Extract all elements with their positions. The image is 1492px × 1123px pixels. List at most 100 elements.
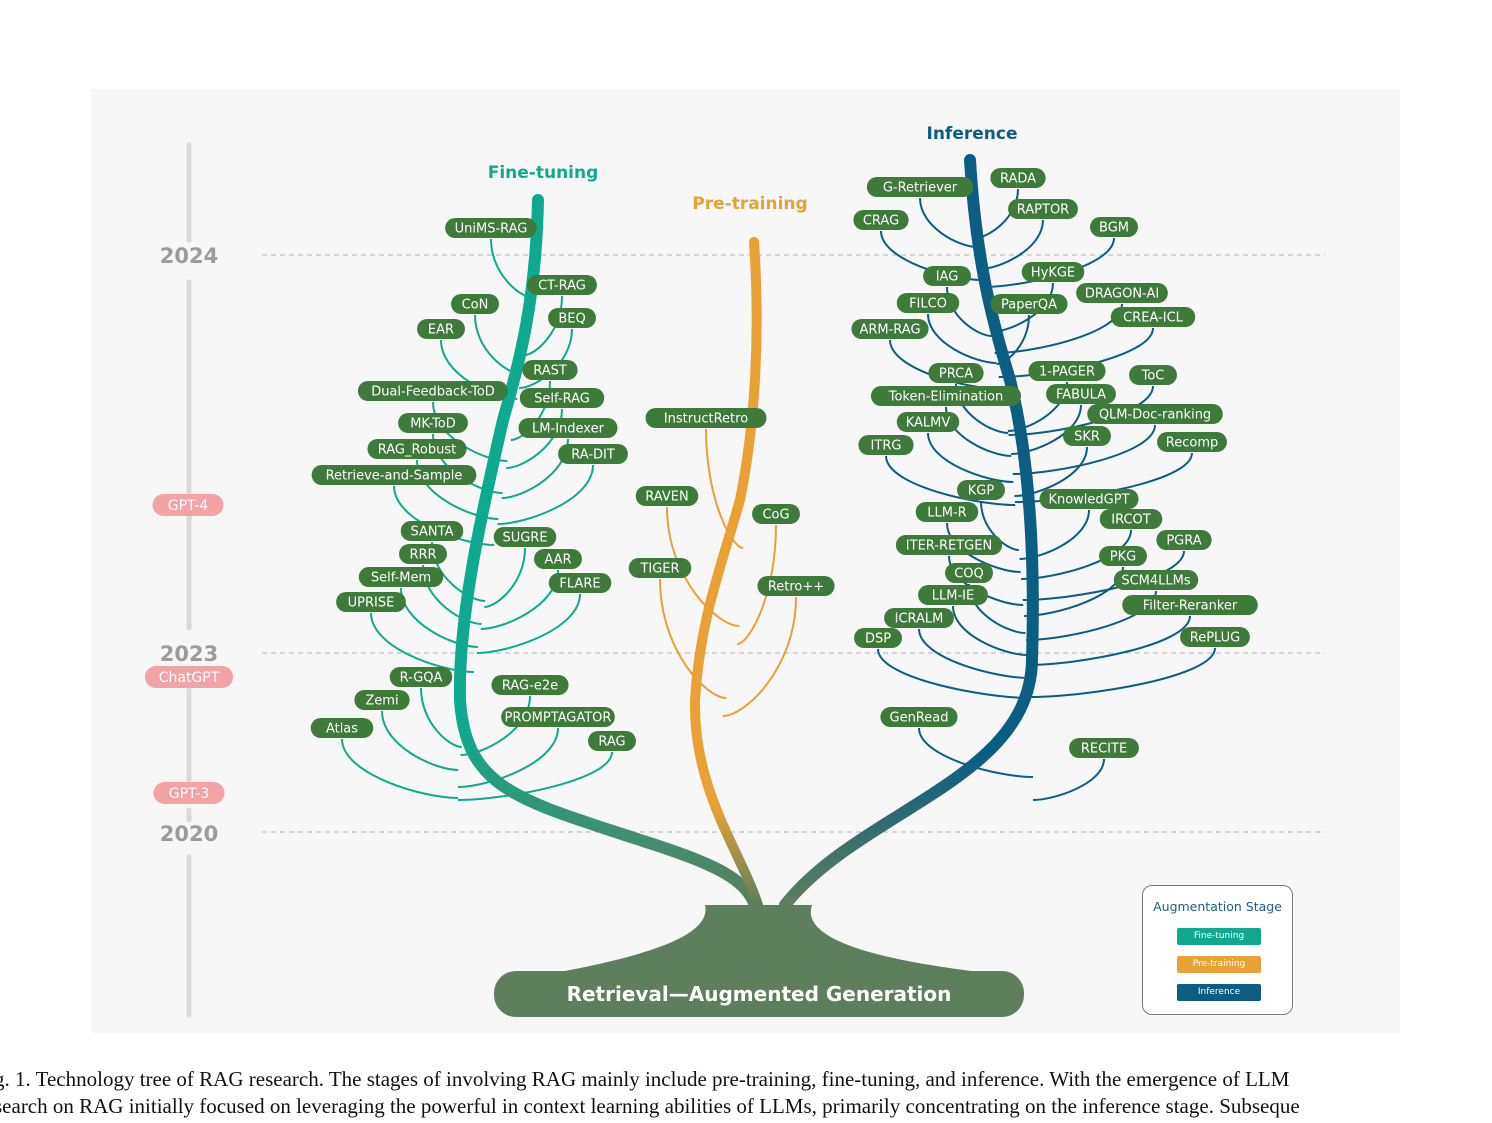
- leaf-r-gqa: R-GQA: [389, 667, 453, 687]
- leaf-pill: [1063, 426, 1111, 446]
- leaf-recomp: Recomp: [1157, 432, 1227, 452]
- leaf-retro: Retro++: [757, 576, 835, 596]
- leaf-knowledgpt: KnowledGPT: [1039, 489, 1139, 509]
- leaf-label: PaperQA: [1001, 298, 1057, 313]
- leaf-pill: [1122, 595, 1258, 615]
- legend-title: Augmentation Stage: [1153, 899, 1282, 914]
- leaf-instructretro: InstructRetro: [645, 408, 767, 428]
- leaf-pill: [990, 168, 1046, 188]
- leaf-label: KnowledGPT: [1048, 493, 1129, 508]
- leaf-pill: [1157, 432, 1227, 452]
- leaf-label: TIGER: [639, 562, 679, 577]
- leaf-pill: [752, 504, 800, 524]
- leaf-pill: [527, 275, 597, 295]
- leaf-raptor: RAPTOR: [1008, 199, 1078, 219]
- leaf-raven: RAVEN: [635, 486, 699, 506]
- leaf-uprise: UPRISE: [336, 592, 406, 612]
- leaf-label: G-Retriever: [883, 181, 958, 196]
- leaf-aar: AAR: [534, 549, 582, 569]
- year-label-2020: 2020: [160, 822, 218, 846]
- leaf-label: BEQ: [558, 312, 585, 327]
- branch-kalmv: [927, 432, 1014, 483]
- leaf-rrr: RRR: [399, 544, 447, 564]
- year-label-2024: 2024: [160, 244, 218, 268]
- leaf-retrieve-and-sample: Retrieve-and-Sample: [311, 465, 477, 485]
- leaf-label: SKR: [1074, 430, 1100, 445]
- branch-itrg: [885, 455, 1016, 506]
- leaf-pill: [870, 386, 1022, 406]
- leaf-pill: [518, 418, 618, 438]
- leaf-token-elimination: Token-Elimination: [870, 386, 1022, 406]
- leaf-pill: [358, 567, 444, 587]
- milestone-gpt-3: GPT-3: [169, 786, 210, 802]
- leaf-pill: [957, 480, 1005, 500]
- leaf-filter-reranker: Filter-Reranker: [1122, 595, 1258, 615]
- leaf-pill: [417, 319, 465, 339]
- leaf-label: RA-DIT: [571, 448, 615, 463]
- leaf-label: CoG: [762, 508, 789, 523]
- leaf-pill: [354, 690, 410, 710]
- leaf-rag-robust: RAG_Robust: [367, 439, 467, 459]
- leaf-label: MK-ToD: [410, 417, 456, 432]
- leaf-label: Token-Elimination: [888, 390, 1004, 405]
- leaf-santa: SANTA: [400, 521, 464, 541]
- leaf-sugre: SUGRE: [493, 527, 557, 547]
- leaf-label: IRCOT: [1111, 513, 1151, 528]
- leaf-pill: [854, 628, 902, 648]
- branch-dsp: [877, 648, 1031, 699]
- leaf-label: Filter-Reranker: [1143, 599, 1238, 614]
- leaf-pill: [1069, 738, 1139, 758]
- leaf-kalmv: KALMV: [896, 412, 960, 432]
- leaf-fabula: FABULA: [1046, 384, 1116, 404]
- leaf-mk-tod: MK-ToD: [398, 413, 468, 433]
- trunks: [453, 154, 1039, 911]
- leaf-pill: [400, 521, 464, 541]
- leaf-pill: [915, 502, 979, 522]
- branch-icralm: [918, 628, 1030, 679]
- leaf-pill: [1090, 217, 1138, 237]
- leaf-pill: [858, 435, 914, 455]
- leaf-icralm: ICRALM: [884, 608, 954, 628]
- leaf-label: PKG: [1110, 550, 1136, 565]
- branch-flare: [476, 593, 581, 654]
- branch-aar: [480, 569, 559, 630]
- leaf-pill: [1046, 384, 1116, 404]
- leaf-replug: RePLUG: [1180, 627, 1250, 647]
- leaf-bgm: BGM: [1090, 217, 1138, 237]
- leaf-iter-retgen: ITER-RETGEN: [895, 535, 1003, 555]
- leaf-pill: [522, 360, 578, 380]
- leaf-pill: [1087, 404, 1223, 424]
- leaf-arm-rag: ARM-RAG: [851, 319, 929, 339]
- branch-g-retriever: [919, 197, 977, 248]
- leaf-pill: [445, 218, 537, 238]
- leaf-lm-indexer: LM-Indexer: [518, 418, 618, 438]
- leaf-ra-dit: RA-DIT: [558, 444, 628, 464]
- leaf-rada: RADA: [990, 168, 1046, 188]
- root-bar: [494, 971, 1024, 1017]
- leaf-rag-e2e: RAG-e2e: [491, 675, 569, 695]
- leaf-recite: RECITE: [1069, 738, 1139, 758]
- legend-pre-training: Pre-training: [1177, 956, 1261, 973]
- leaf-pill: [1113, 570, 1199, 590]
- leaf-label: RAPTOR: [1017, 203, 1069, 218]
- leaf-flare: FLARE: [548, 573, 612, 593]
- leaf-label: CT-RAG: [538, 279, 586, 294]
- branch-raptor: [980, 219, 1044, 270]
- leaf-label: IAG: [936, 270, 959, 285]
- leaf-label: SCM4LLMs: [1121, 574, 1191, 589]
- leaf-pill: [880, 707, 958, 727]
- leaf-label: ARM-RAG: [859, 323, 920, 338]
- leaf-kgp: KGP: [957, 480, 1005, 500]
- leaf-pill: [635, 486, 699, 506]
- leaf-pill: [558, 444, 628, 464]
- leaf-label: CoN: [462, 298, 489, 313]
- leaf-rast: RAST: [522, 360, 578, 380]
- leaf-beq: BEQ: [548, 308, 596, 328]
- stage-title-pre-training: Pre-training: [692, 194, 807, 214]
- leaf-label: LM-Indexer: [532, 422, 605, 437]
- leaf-label: Dual-Feedback-ToD: [371, 385, 495, 400]
- leaf-coq: COQ: [945, 563, 993, 583]
- leaf-pill: [851, 319, 929, 339]
- leaf-label: LLM-R: [927, 506, 966, 521]
- leaf-pill: [1021, 262, 1085, 282]
